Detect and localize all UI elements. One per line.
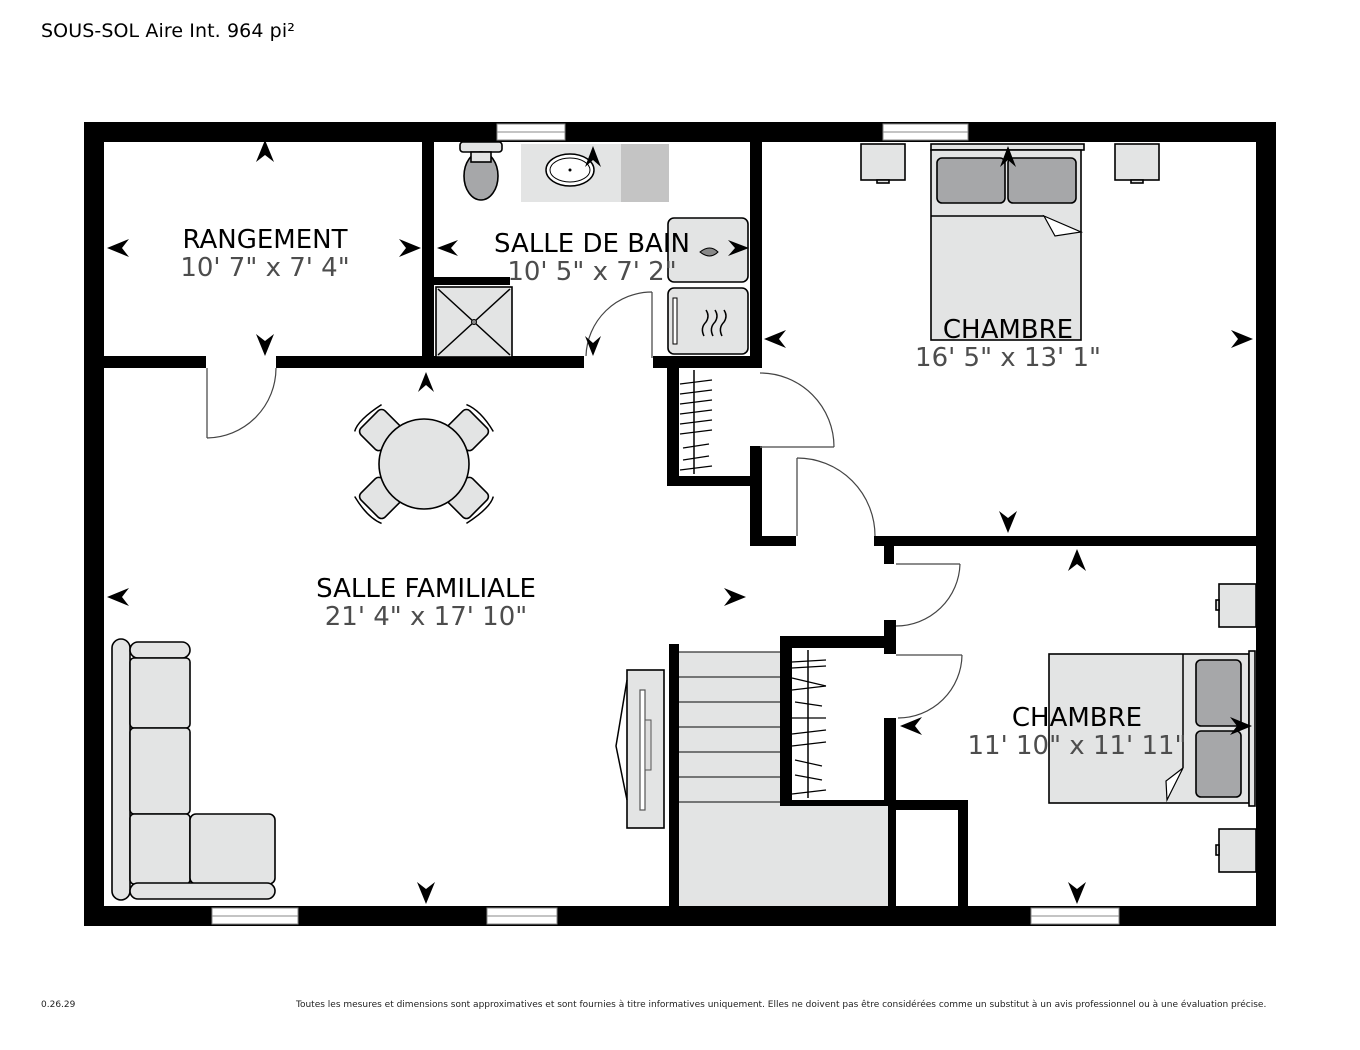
- version-label: 0.26.29: [41, 1000, 76, 1010]
- arrow-left-icon: [900, 717, 922, 735]
- shower-icon: [435, 286, 513, 358]
- arrow-right-icon: [1230, 717, 1252, 735]
- round-table-icon: [353, 403, 495, 525]
- arrow-down-icon: [999, 511, 1017, 533]
- room-name: CHAMBRE: [1012, 703, 1142, 733]
- arrow-left-icon: [107, 588, 129, 606]
- room-chambre-1: CHAMBRE 16' 5" x 13' 1": [915, 315, 1101, 373]
- room-name: SALLE DE BAIN: [494, 229, 690, 259]
- tv-icon: [615, 669, 665, 829]
- sink-icon: [521, 144, 669, 202]
- closet-rod-icon: [791, 648, 884, 800]
- arrow-up-icon: [1000, 146, 1016, 167]
- arrow-up-icon: [585, 146, 601, 167]
- room-rangement: RANGEMENT 10' 7" x 7' 4": [180, 225, 349, 283]
- disclaimer-text: Toutes les mesures et dimensions sont ap…: [296, 1000, 1267, 1010]
- windows: [211, 123, 1120, 925]
- room-name: SALLE FAMILIALE: [316, 574, 536, 604]
- arrow-left-icon: [437, 240, 458, 256]
- arrow-right-icon: [1231, 330, 1253, 348]
- arrow-right-icon: [399, 239, 421, 257]
- arrow-right-icon: [724, 588, 746, 606]
- nightstand-icon: [1114, 143, 1160, 184]
- nightstand-icon: [860, 143, 906, 184]
- room-salle-familiale: SALLE FAMILIALE 21' 4" x 17' 10": [316, 574, 536, 632]
- sectional-sofa-icon: [111, 638, 276, 901]
- room-dimensions: 10' 7" x 7' 4": [180, 253, 349, 283]
- arrow-left-icon: [107, 239, 129, 257]
- room-chambre-2: CHAMBRE 11' 10" x 11' 11": [968, 703, 1187, 761]
- stairs-icon: [679, 651, 888, 906]
- room-dimensions: 10' 5" x 7' 2": [507, 257, 676, 287]
- arrow-right-icon: [728, 240, 749, 256]
- arrow-down-icon: [256, 334, 274, 356]
- nightstand-icon: [1215, 583, 1257, 628]
- arrow-up-icon: [418, 372, 434, 392]
- room-dimensions: 21' 4" x 17' 10": [325, 602, 527, 632]
- bed-icon: [1048, 650, 1256, 807]
- closet-rod-icon: [679, 370, 713, 474]
- washer-icon: [667, 217, 749, 283]
- room-name: RANGEMENT: [182, 225, 347, 255]
- arrow-left-icon: [764, 330, 786, 348]
- arrow-up-icon: [256, 140, 274, 162]
- arrow-up-icon: [1068, 549, 1086, 571]
- floor-title: SOUS-SOL Aire Int. 964 pi²: [41, 20, 295, 42]
- arrow-down-icon: [417, 882, 435, 904]
- dryer-icon: [667, 287, 749, 355]
- room-name: CHAMBRE: [943, 315, 1073, 345]
- bed-icon: [930, 143, 1085, 341]
- arrow-down-icon: [585, 336, 601, 356]
- doors: [206, 291, 963, 719]
- room-salle-de-bain: SALLE DE BAIN 10' 5" x 7' 2": [494, 229, 690, 287]
- nightstand-icon: [1215, 828, 1257, 873]
- toilet-icon: [459, 141, 503, 201]
- arrow-down-icon: [1068, 882, 1086, 904]
- room-dimensions: 16' 5" x 13' 1": [915, 343, 1101, 373]
- dimension-arrows: [107, 140, 1253, 904]
- room-dimensions: 11' 10" x 11' 11": [968, 731, 1187, 761]
